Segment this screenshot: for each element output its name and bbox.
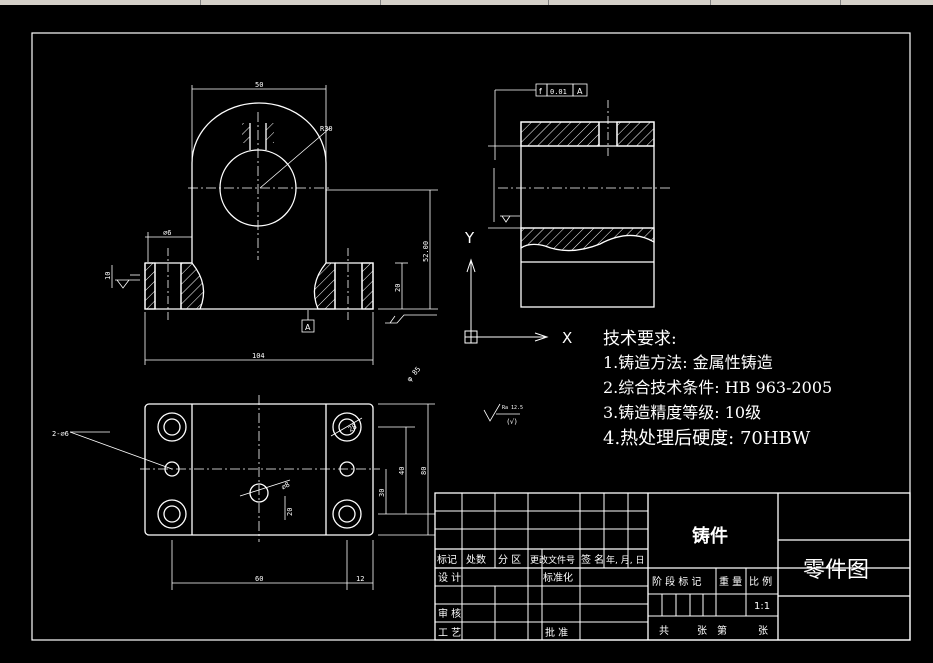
- roughness-note: Ra 12.5: [502, 405, 523, 411]
- sheets-label: 张: [697, 625, 707, 637]
- tolerance-symbol: f: [539, 87, 542, 96]
- dim-pos-b: 20: [286, 508, 294, 516]
- axis-indicator: [464, 258, 549, 344]
- label-approve: 批 准: [545, 626, 568, 639]
- dim-plan-h3: 80: [420, 467, 428, 475]
- dim-base-height: 20: [394, 284, 402, 292]
- dim-top-width: 50: [255, 81, 263, 89]
- dim-left-height: 10: [104, 272, 112, 280]
- sheet-label: 张: [758, 625, 768, 637]
- front-view: [144, 102, 374, 322]
- scale-value: 1:1: [754, 601, 770, 612]
- label-process: 工 艺: [438, 627, 461, 639]
- stage-header-1: 重 量: [719, 575, 742, 588]
- plan-dimensions: [69, 403, 520, 590]
- title-block: [434, 492, 911, 641]
- roughness-paren: (√): [507, 418, 517, 426]
- window-top-strip: [0, 0, 933, 5]
- rev-header-5: 年, 月, 日: [606, 554, 644, 566]
- rev-header-2: 分 区: [498, 554, 521, 566]
- dim-hole-d: ∅8: [280, 481, 291, 492]
- rev-header-3: 更改文件号: [530, 554, 575, 566]
- dim-holes: 2-∅6: [52, 430, 69, 438]
- note-item-1: 1.铸造方法: 金属性铸造: [603, 353, 773, 372]
- rev-header-4: 签 名: [581, 553, 604, 566]
- technical-requirements: 技术要求: 1.铸造方法: 金属性铸造 2.综合技术条件: HB 963-200…: [603, 328, 832, 453]
- dim-plan-width: 60: [255, 575, 263, 583]
- dim-plan-h2: 40: [398, 467, 406, 475]
- note-item-2: 2.综合技术条件: HB 963-2005: [603, 378, 833, 397]
- dim-plan-h1: 30: [378, 489, 386, 497]
- rev-header-1: 处数: [466, 553, 486, 566]
- axis-y-label: Y: [464, 229, 475, 247]
- dim-small-note: φ 85: [405, 365, 422, 383]
- stage-header-0: 阶 段 标 记: [652, 575, 702, 588]
- dim-pos-a: 28: [347, 423, 358, 434]
- axis-x-label: X: [562, 329, 572, 347]
- title-part-name: 铸件: [692, 525, 728, 547]
- datum-label-front: A: [305, 323, 311, 332]
- rev-header-0: 标记: [437, 554, 457, 566]
- sheets-total: 共: [659, 625, 669, 637]
- dim-radius: R30: [320, 125, 333, 133]
- tolerance-value: 0.01: [550, 88, 567, 96]
- side-dimensions: [488, 83, 588, 229]
- tolerance-datum: A: [577, 87, 583, 96]
- dim-counterbore: ∅6: [163, 229, 171, 237]
- title-drawing-type: 零件图: [803, 558, 869, 583]
- label-standardize: 标准化: [543, 571, 573, 584]
- note-item-3: 3.铸造精度等级: 10级: [603, 403, 762, 422]
- note-item-4: 4.热处理后硬度: 70HBW: [603, 428, 811, 449]
- label-design: 设 计: [438, 571, 461, 584]
- notes-title: 技术要求:: [603, 329, 677, 349]
- label-review: 审 核: [438, 607, 461, 620]
- stage-header-2: 比 例: [749, 575, 772, 588]
- side-view: [498, 100, 672, 308]
- dim-base-width: 104: [252, 352, 265, 360]
- dim-plan-offset: 12: [356, 575, 364, 583]
- front-dimensions: [111, 85, 438, 365]
- sheet-no: 第: [717, 624, 727, 637]
- plan-view: [140, 395, 380, 542]
- dim-height-total: 52.00: [422, 241, 430, 262]
